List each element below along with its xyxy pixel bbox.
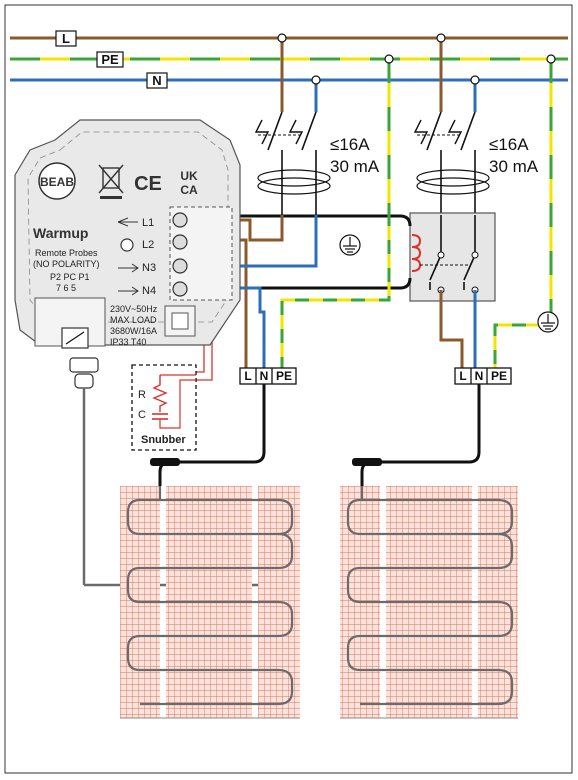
live-bus-label: L	[62, 31, 70, 46]
control-wire-n	[190, 277, 412, 290]
beab-logo	[38, 162, 76, 200]
spec-line-1: 230V~50Hz	[110, 304, 158, 314]
breaker-1-rcd: 30 mA	[330, 157, 380, 176]
terminal-l1-label: L1	[142, 217, 154, 229]
cold-tail-joint-1	[150, 458, 180, 466]
brand-name: Warmup	[33, 225, 88, 241]
breaker-2-rcd: 30 mA	[489, 157, 539, 176]
control-wire-l	[190, 214, 412, 227]
terminal-block-1	[239, 367, 297, 385]
terminal-n4-label: N4	[142, 285, 156, 297]
terminal-l2-label: L2	[142, 239, 154, 251]
probe-note: (NO POLARITY)	[33, 259, 100, 269]
snubber	[131, 364, 197, 451]
terminal-n3	[118, 258, 188, 274]
beab-text: BEAB	[40, 175, 74, 189]
contactor-live-out	[439, 290, 464, 368]
block-2-pe: PE	[491, 369, 507, 383]
terminal-block-2	[454, 367, 512, 385]
ukca-mark-line2: CA	[180, 183, 198, 197]
heater-mat-1	[120, 486, 300, 719]
terminal-l2	[120, 234, 188, 252]
terminal-n4	[118, 281, 188, 297]
block-1-n: N	[260, 369, 269, 383]
cold-tail-1	[158, 384, 266, 486]
ukca-mark-line1: UK	[180, 169, 198, 183]
neutral-bus-label: N	[152, 73, 161, 88]
probe-terminals: P2 PC P1	[50, 272, 90, 282]
snubber-c-label: C	[138, 409, 146, 421]
earth-drop-2	[546, 54, 556, 322]
breaker-2-rating: ≤16A	[489, 135, 529, 154]
cold-tail-joint-2	[352, 458, 382, 466]
breaker-1	[254, 33, 331, 215]
earth-symbol-1	[339, 234, 361, 256]
snubber-title: Snubber	[141, 434, 186, 446]
breaker-2	[413, 33, 490, 215]
spec-line-2: MAX LOAD	[110, 315, 157, 325]
terminal-n3-label: N3	[142, 262, 156, 274]
spec-line-4: IP33 T40	[110, 337, 146, 347]
earth-horizontal	[280, 212, 391, 368]
heater-mat-2	[340, 486, 518, 719]
ce-mark: CE	[134, 173, 162, 195]
snubber-r-label: R	[138, 389, 146, 401]
cold-tail-2	[360, 384, 481, 486]
earth-drop-1	[384, 54, 394, 212]
contactor	[409, 212, 496, 302]
block-1-pe: PE	[276, 369, 292, 383]
breaker-1-rating: ≤16A	[330, 135, 370, 154]
block-2-l: L	[459, 369, 466, 383]
terminal-l1	[117, 212, 188, 228]
spec-line-3: 3680W/16A	[110, 326, 157, 336]
probe-numbers: 7 6 5	[56, 283, 76, 293]
block-1-l: L	[244, 369, 251, 383]
diagram-border	[4, 4, 573, 774]
earth-symbol-2	[537, 311, 559, 333]
weee-bin-icon	[98, 164, 124, 199]
probe-title: Remote Probes	[35, 248, 98, 258]
block-2-n: N	[475, 369, 484, 383]
earth-bus-label: PE	[101, 52, 119, 67]
